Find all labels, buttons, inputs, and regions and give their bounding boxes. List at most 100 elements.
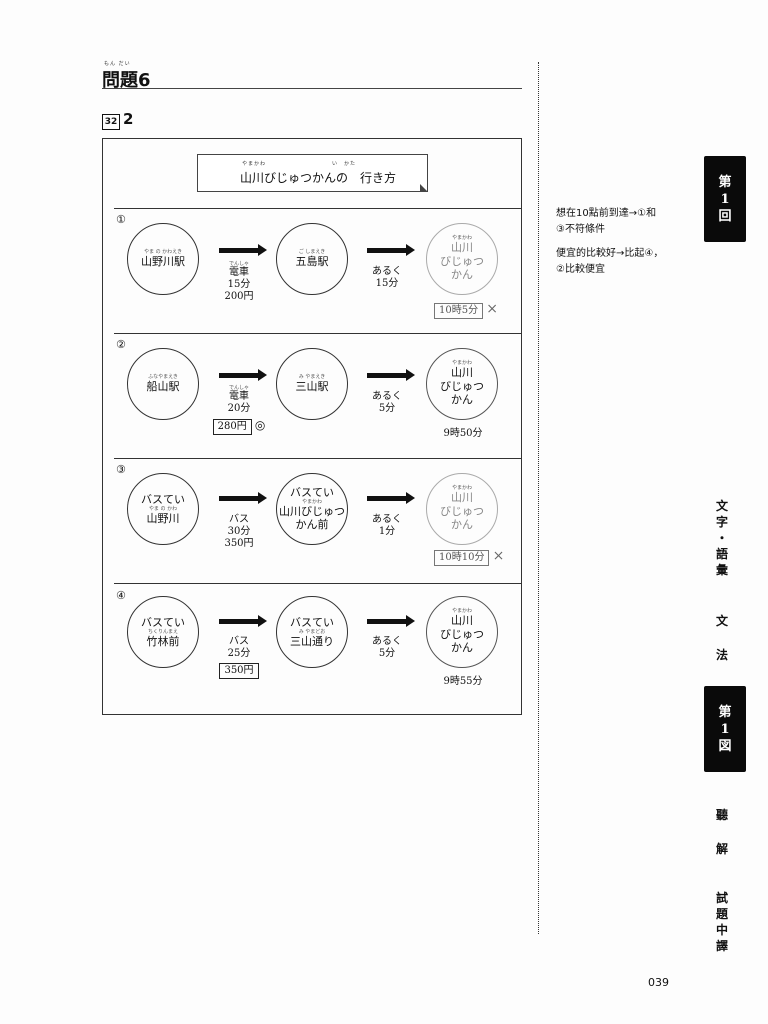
travel-time: 20分 — [227, 403, 251, 414]
walk-time: 1分 — [378, 526, 396, 537]
mid-ruby: やまかわ — [301, 498, 322, 505]
right-arrow-icon — [367, 244, 415, 256]
start-name: 山野川 — [146, 511, 180, 525]
tab-char: 第 — [718, 705, 732, 720]
dest-line1: 山川 — [451, 613, 473, 627]
dest-line3: かん — [451, 393, 473, 407]
dest-line2: びじゅつ — [440, 254, 484, 268]
walk-time: 15分 — [375, 278, 399, 289]
dest-ruby: やまかわ — [451, 484, 472, 491]
cross-mark: × — [486, 301, 499, 317]
transport-mode: 電車 — [229, 267, 249, 278]
dest-line1: 山川 — [451, 365, 473, 379]
walk-label: あるく — [372, 636, 402, 647]
dest-ruby: やまかわ — [451, 234, 472, 241]
route-number: ② — [116, 338, 126, 351]
mode-ruby: でんしゃ — [228, 385, 249, 391]
travel-time: 25分 — [227, 648, 251, 659]
start-station: やま の かわえき 山野川駅 — [127, 223, 199, 295]
mid-ruby: ご しまえき — [298, 248, 326, 255]
tab-char: 1 — [720, 192, 730, 207]
museum-destination: やまかわ 山川 びじゅつ かん — [426, 348, 498, 420]
right-arrow-icon — [219, 244, 267, 256]
note-line: ②比較便宜 — [556, 264, 605, 275]
travel-time: 15分 — [227, 279, 251, 290]
dest-line3: かん — [451, 518, 473, 532]
dest-ruby: やまかわ — [451, 359, 472, 366]
side-label-grammar[interactable]: 文 法 — [712, 604, 732, 672]
start-station: ふなやまえき 船山駅 — [127, 348, 199, 420]
dest-line1: 山川 — [451, 240, 473, 254]
side-label-vocabulary[interactable]: 文 字 ・ 語 彙 — [712, 498, 732, 578]
museum-destination: やまかわ 山川 びじゅつ かん — [426, 473, 498, 545]
title-rule — [102, 88, 522, 89]
route-number: ① — [116, 213, 126, 226]
side-tab-chapter[interactable]: 第 1 回 — [704, 156, 746, 242]
label-char: ・ — [715, 531, 728, 545]
dest-line3: かん — [451, 641, 473, 655]
fare-box: 350円 — [219, 663, 259, 679]
fare: 350円 — [224, 538, 254, 549]
start-name: 山野川駅 — [141, 254, 185, 268]
mid-name: 三山通り — [290, 634, 334, 648]
tab-char: 1 — [720, 722, 730, 737]
walk-label: あるく — [372, 391, 402, 402]
walk-time: 5分 — [378, 403, 396, 414]
transfer-station: ご しまえき 五島駅 — [276, 223, 348, 295]
mid-name-line2: かん前 — [295, 518, 329, 532]
side-label-listening[interactable]: 聽 解 — [712, 798, 732, 866]
row-divider — [114, 458, 522, 459]
label-char: 字 — [715, 515, 728, 529]
mid-name: 三山駅 — [295, 379, 329, 393]
walk-info: あるく 5分 — [365, 391, 409, 415]
right-arrow-icon — [219, 615, 267, 627]
note-line: 想在10點前到達→①和 — [556, 208, 657, 219]
route-diagram — [102, 138, 522, 715]
mode-ruby: でんしゃ — [228, 261, 249, 267]
bus-stop-label: バスてい — [141, 492, 185, 506]
fare: 200円 — [224, 291, 254, 302]
label-char: 文 — [715, 499, 728, 513]
right-arrow-icon — [219, 492, 267, 504]
transport-mode: 電車 — [229, 391, 249, 402]
side-tab-chapter-2[interactable]: 第 1 図 — [704, 686, 746, 772]
start-ruby: ちくりんまえ — [147, 628, 178, 635]
mid-ruby: み やまどお — [298, 628, 326, 635]
right-arrow-icon — [367, 369, 415, 381]
start-bus-stop: バスてい やま の かわ 山野川 — [127, 473, 199, 545]
start-ruby: やま の かわ — [148, 505, 178, 512]
start-ruby: ふなやまえき — [148, 373, 178, 380]
bus-stop-label: バスてい — [141, 615, 185, 629]
arrival-time: 9時50分 — [443, 428, 483, 439]
dest-line2: びじゅつ — [440, 627, 484, 641]
tab-char: 第 — [718, 175, 732, 190]
tab-char: 回 — [718, 209, 732, 224]
mid-name: 五島駅 — [295, 254, 329, 268]
fare-box: 280円 — [212, 419, 252, 435]
leg1-info: バス 25分 350円 — [206, 636, 272, 679]
label-char: 中 — [715, 923, 728, 937]
double-circle-mark: ◎ — [254, 418, 266, 432]
note-line: 便宜的比較好→比起④， — [556, 248, 664, 259]
column-divider — [538, 62, 539, 934]
right-arrow-icon — [367, 492, 415, 504]
walk-time: 5分 — [378, 648, 396, 659]
note-line: ③不符條件 — [556, 224, 605, 235]
route-number: ④ — [116, 589, 126, 602]
walk-label: あるく — [372, 514, 402, 525]
side-label-translation[interactable]: 試 題 中 譯 — [712, 890, 732, 954]
transfer-bus-stop: バスてい み やまどお 三山通り — [276, 596, 348, 668]
diagram-title: 山川びじゅつかんの 行き方 — [240, 171, 397, 185]
diagram-title-ruby: やまかわ い かた — [242, 161, 357, 167]
label-char: 彙 — [715, 563, 728, 577]
cross-mark: × — [492, 548, 505, 564]
right-arrow-icon — [367, 615, 415, 627]
bus-stop-label: バスてい — [290, 615, 334, 629]
right-arrow-icon — [219, 369, 267, 381]
arrival-time-box: 10時10分 — [434, 550, 490, 566]
label-char: 聽 — [715, 808, 728, 822]
leg1-info: バス 30分 350円 — [214, 514, 264, 550]
diagram-title-box: やまかわ い かた 山川びじゅつかんの 行き方 — [197, 154, 428, 192]
label-char: 試 — [715, 891, 728, 905]
title-ruby: もん だい — [104, 61, 131, 67]
